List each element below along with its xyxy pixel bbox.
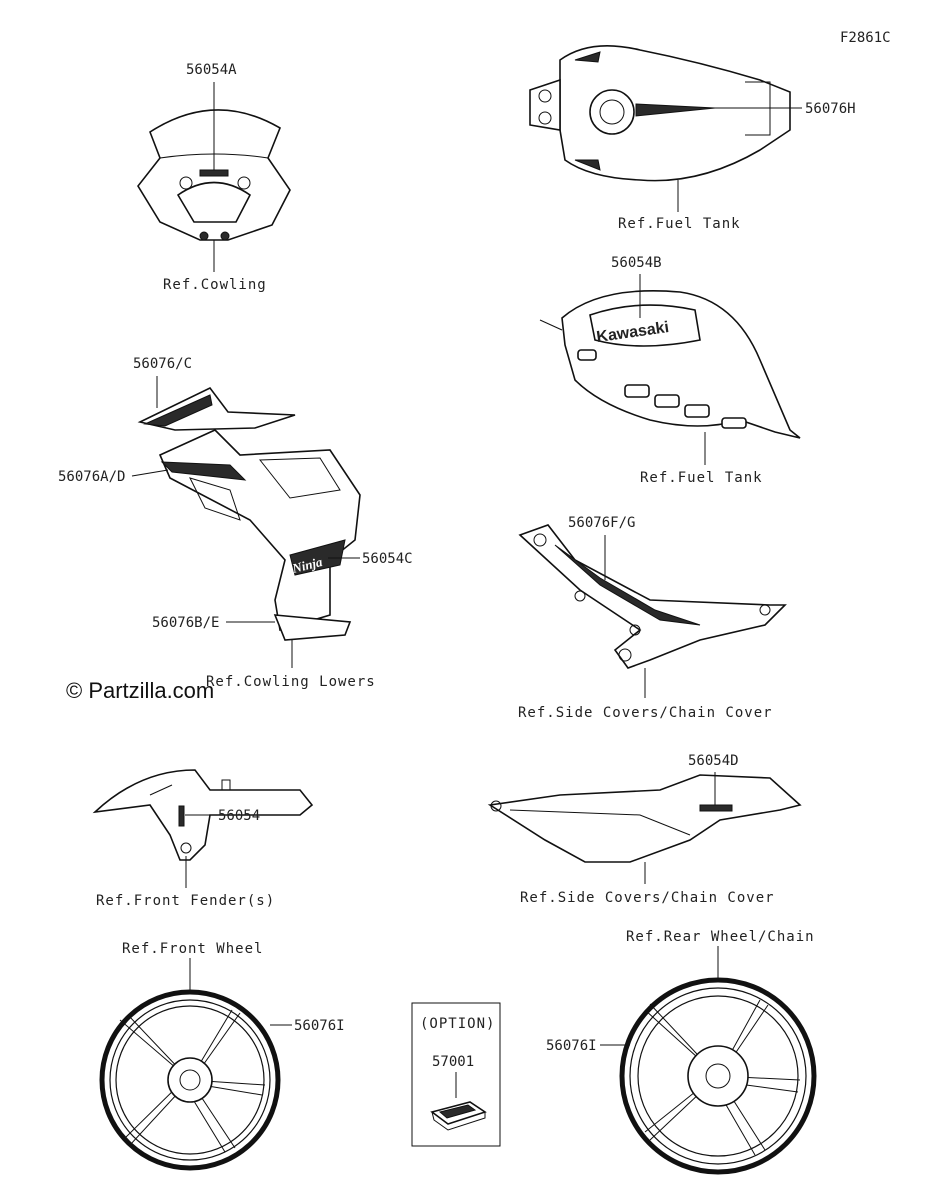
callout-56054C[interactable]: 56054C bbox=[362, 551, 413, 567]
ref-rear-wheel-chain[interactable]: Ref.Rear Wheel/Chain bbox=[626, 929, 815, 945]
side-cover-lower[interactable] bbox=[487, 774, 802, 863]
callout-57001[interactable]: 57001 bbox=[432, 1054, 474, 1070]
callout-56054A[interactable]: 56054A bbox=[186, 62, 237, 78]
windscreen-assembly[interactable] bbox=[137, 109, 291, 241]
callout-56076C[interactable]: 56076/C bbox=[133, 356, 192, 372]
figure-code: F2861C bbox=[840, 30, 891, 46]
callout-56076I-rear[interactable]: 56076I bbox=[546, 1038, 597, 1054]
ref-side-covers-lower[interactable]: Ref.Side Covers/Chain Cover bbox=[520, 890, 775, 906]
rear-wheel[interactable] bbox=[619, 977, 817, 1175]
option-title: (OPTION) bbox=[420, 1016, 495, 1032]
ref-fuel-tank-top[interactable]: Ref.Fuel Tank bbox=[618, 216, 741, 232]
option-tool[interactable] bbox=[430, 1101, 487, 1131]
callout-56054B[interactable]: 56054B bbox=[611, 255, 662, 271]
ref-cowling-lowers[interactable]: Ref.Cowling Lowers bbox=[206, 674, 376, 690]
partzilla-watermark: © Partzilla.com bbox=[66, 678, 214, 703]
ref-front-fender[interactable]: Ref.Front Fender(s) bbox=[96, 893, 275, 909]
side-fairing[interactable]: Ninja bbox=[137, 386, 361, 641]
ninja-logo-text: Ninja bbox=[290, 554, 325, 576]
callout-56076AD[interactable]: 56076A/D bbox=[58, 469, 125, 485]
callout-56076I-front[interactable]: 56076I bbox=[294, 1018, 345, 1034]
fuel-tank-side[interactable]: Kawasaki bbox=[539, 289, 801, 439]
fuel-tank-top[interactable] bbox=[529, 45, 791, 182]
ref-fuel-tank-side[interactable]: Ref.Fuel Tank bbox=[640, 470, 763, 486]
ref-front-wheel[interactable]: Ref.Front Wheel bbox=[122, 941, 263, 957]
callout-56054D[interactable]: 56054D bbox=[688, 753, 739, 769]
option-box: (OPTION) 57001 bbox=[411, 1002, 501, 1147]
callout-56076H[interactable]: 56076H bbox=[805, 101, 856, 117]
front-wheel[interactable] bbox=[99, 989, 281, 1171]
ref-side-covers-upper[interactable]: Ref.Side Covers/Chain Cover bbox=[518, 705, 773, 721]
callout-56076FG[interactable]: 56076F/G bbox=[568, 515, 635, 531]
callout-56054[interactable]: 56054 bbox=[218, 808, 260, 824]
callout-56076BE[interactable]: 56076B/E bbox=[152, 615, 219, 631]
ref-cowling[interactable]: Ref.Cowling bbox=[163, 277, 267, 293]
side-cover-upper[interactable] bbox=[518, 524, 787, 669]
leader-line bbox=[131, 469, 169, 477]
